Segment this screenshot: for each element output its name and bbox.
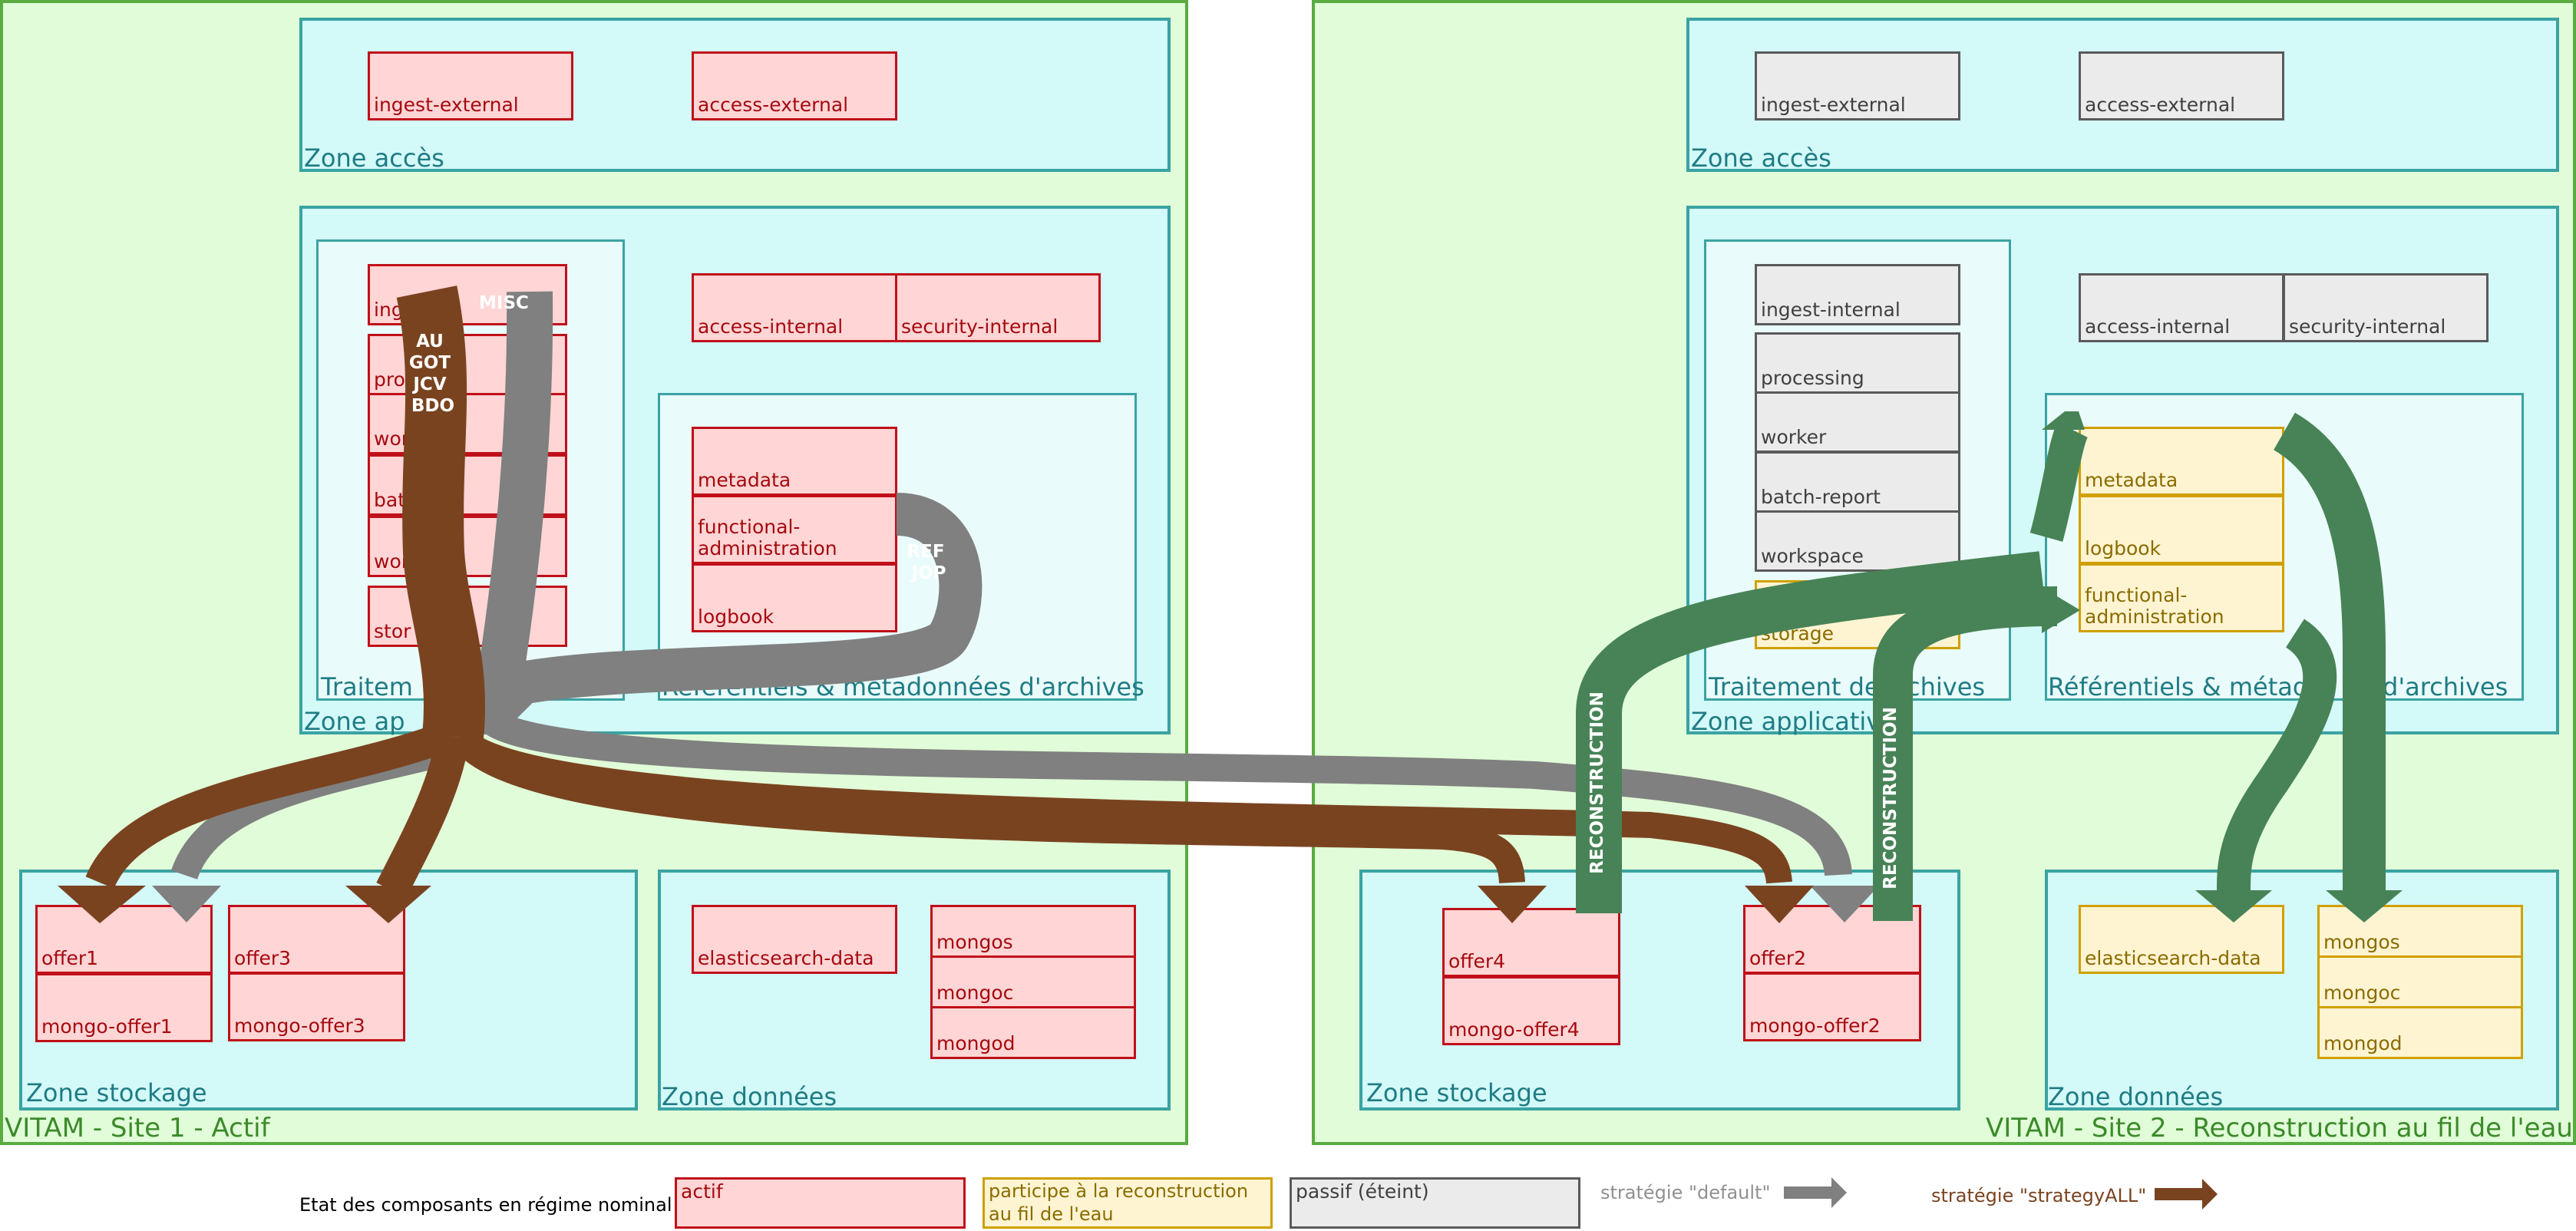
flow-misc-trunk — [470, 291, 553, 726]
arrowhead-offer2-default — [1810, 886, 1879, 922]
site1-security-internal: security-internal — [895, 273, 1101, 342]
flow-to-mongos — [2273, 412, 2386, 890]
site2-mongoc: mongoc — [2317, 955, 2523, 1008]
site2-access-external: access-external — [2079, 51, 2284, 120]
site1-ingest-external: ingest-external — [368, 51, 573, 120]
site1-functional-administration: functional- administration — [692, 495, 897, 564]
site2-zone-applicative-label: Zone applicativ — [1691, 707, 1881, 736]
flow-label-reconstruction-1: RECONSTRUCTION — [1587, 691, 1607, 874]
site2-access-internal: access-internal — [2079, 273, 2284, 342]
site1-logbook: logbook — [692, 563, 897, 632]
legend-strategy-all: stratégie "strategyALL" — [1931, 1185, 2147, 1206]
flow-label-got: GOT — [409, 353, 451, 373]
site1-zone-applicative-label: Zone ap — [304, 707, 405, 736]
arrowhead-offer4-all — [1478, 886, 1547, 923]
flow-default-to-offer2 — [472, 706, 1852, 876]
site2-referentiels-label-tail: d'archives — [2383, 672, 2508, 701]
legend-arrow-default-icon — [1784, 1177, 1847, 1208]
site2-security-internal: security-internal — [2283, 273, 2488, 342]
site2-mongo-offer2: mongo-offer2 — [1743, 972, 1921, 1041]
site2-elasticsearch-data: elasticsearch-data — [2079, 905, 2284, 974]
legend-arrow-strategyall-shape — [2155, 1179, 2218, 1210]
flow-label-strategy-all-types: AU GOT JCV BDO — [409, 332, 457, 416]
flow-strategy-all — [58, 285, 1814, 923]
site1-elasticsearch-data: elasticsearch-data — [692, 905, 897, 974]
site1-mongos: mongos — [930, 905, 1136, 958]
site2-offer4: offer4 — [1442, 908, 1620, 977]
flow-to-elasticsearch — [2217, 619, 2337, 891]
legend-arrow-strategyall-icon — [2155, 1179, 2218, 1210]
site1-offer3: offer3 — [228, 905, 405, 974]
arrowhead-elasticsearch — [2195, 890, 2272, 922]
site2-traitement-label: Traitement des — [1709, 672, 1893, 701]
site2-batch-report: batch-report — [1755, 451, 1960, 513]
site2-mongod: mongod — [2317, 1006, 2523, 1059]
flow-label-jop: JOP — [910, 563, 946, 583]
arrowhead-offer1-default — [152, 886, 221, 922]
legend-reconstruction: participe à la reconstruction au fil de … — [983, 1177, 1273, 1229]
legend-passif: passif (éteint) — [1290, 1177, 1580, 1229]
flow-strategyall-trunk — [396, 285, 485, 740]
site1-metadata: metadata — [692, 427, 897, 496]
flow-label-au: AU — [416, 332, 444, 351]
flow-reconstruction-offer2 — [1873, 586, 2058, 921]
site2-functional-administration: functional- administration — [2079, 563, 2284, 632]
site2-workspace: workspace — [1755, 510, 1960, 572]
site2-metadata: metadata — [2079, 427, 2284, 496]
flow-label-ref-jop: REF JOP — [907, 542, 950, 583]
site2-zone-donnees-label: Zone données — [2048, 1082, 2224, 1111]
flow-reconstruction-offer4 — [1576, 551, 2045, 913]
legend-title: Etat des composants en régime nominal : — [299, 1194, 685, 1216]
site-2-label: VITAM - Site 2 - Reconstruction au fil d… — [1985, 1113, 2573, 1144]
flow-label-jcv: JCV — [411, 375, 446, 394]
site1-traitement-label: Traitem — [321, 672, 413, 701]
site2-ingest-external: ingest-external — [1755, 51, 1960, 120]
flow-strategyall-to-offer3 — [376, 734, 470, 898]
flow-label-reconstruction-2: RECONSTRUCTION — [1881, 707, 1901, 889]
arrowhead-metadata — [2042, 411, 2085, 430]
site2-traitement-label-tail: chives — [1907, 672, 1986, 701]
flow-strategyall-to-offer1 — [85, 722, 451, 889]
site1-offer1: offer1 — [35, 905, 213, 974]
arrowhead-mongos — [2326, 890, 2403, 922]
site1-access-external: access-external — [692, 51, 897, 120]
site2-referentiels-label: Référentiels & métad — [2048, 672, 2309, 701]
site-1-label: VITAM - Site 1 - Actif — [5, 1113, 270, 1144]
site2-zone-acces-label: Zone accès — [1691, 144, 1831, 173]
arrowhead-offer1-all — [58, 886, 146, 923]
site1-mongod: mongod — [930, 1006, 1136, 1059]
flow-strategyall-to-offer2 — [455, 731, 1792, 884]
legend-strategy-default: stratégie "default" — [1600, 1182, 1771, 1203]
site1-zone-stockage-label: Zone stockage — [26, 1078, 207, 1107]
legend-arrow-default-shape — [1784, 1177, 1847, 1208]
legend-actif: actif — [675, 1177, 966, 1229]
site2-mongo-offer4: mongo-offer4 — [1442, 976, 1620, 1045]
site1-mongoc: mongoc — [930, 955, 1136, 1008]
flow-label-bdo: BDO — [411, 396, 454, 416]
flow-label-misc: MISC — [479, 293, 529, 313]
flow-reconstruction — [1576, 411, 2403, 922]
arrowhead-offer3-all — [345, 886, 431, 923]
site1-access-internal: access-internal — [692, 273, 897, 342]
flow-label-ref: REF — [907, 542, 944, 562]
arrowhead-functional-admin — [2042, 587, 2080, 633]
site1-zone-acces-label: Zone accès — [304, 144, 444, 173]
site1-mongo-offer1: mongo-offer1 — [35, 973, 213, 1042]
arrowhead-offer2-all — [1745, 886, 1814, 923]
site2-ingest-internal: ingest-internal — [1755, 264, 1960, 325]
site1-mongo-offer3: mongo-offer3 — [228, 972, 405, 1041]
flow-metadata-reconstruction — [2029, 422, 2089, 542]
site2-processing: processing — [1755, 332, 1960, 394]
site1-zone-donnees-label: Zone données — [662, 1082, 837, 1111]
flow-refjop-loop — [484, 493, 983, 721]
site2-zone-stockage-label: Zone stockage — [1366, 1078, 1547, 1107]
site2-logbook: logbook — [2079, 495, 2284, 564]
